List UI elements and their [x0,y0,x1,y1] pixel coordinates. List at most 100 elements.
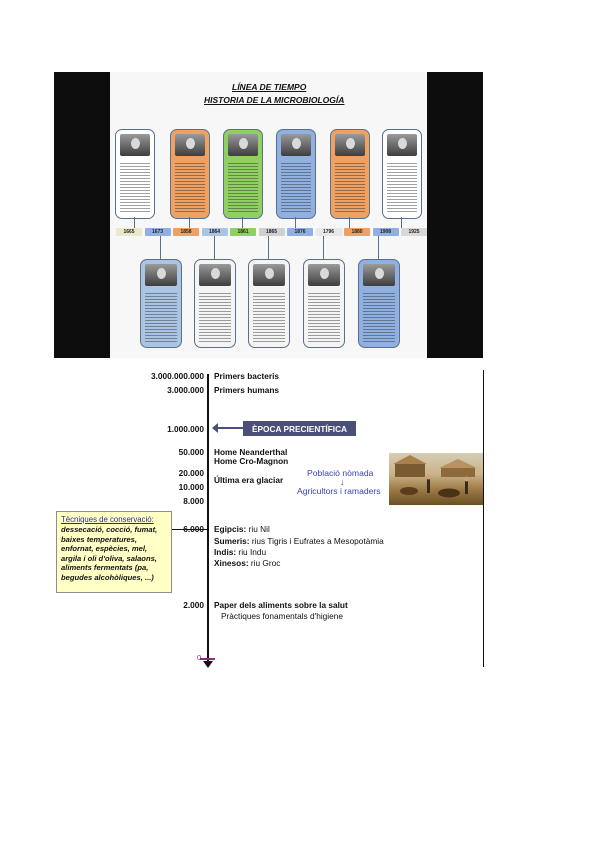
card-text-lines [145,291,177,343]
nomadic-population-label: Població nòmada [307,468,374,478]
year-tag: 1673 [144,228,171,236]
farmers-label: Agricultors i ramaders [297,486,381,496]
event-first-bacteria: Primers bacteris [214,371,280,381]
civ-name: Indis: [214,547,237,557]
conservation-heading: Tècniques de conservació: [61,515,154,524]
year-50000: 50.000 [178,447,204,457]
year-10000: 10.000 [178,482,204,492]
card-text-lines [175,161,205,214]
civ-name: Xinesos: [214,558,249,568]
civ-sumerians: Sumeris: rius Tigris i Eufrates a Mesopo… [214,536,384,546]
scientist-card-bottom [194,259,236,348]
conservation-text: dessecació, cocció, fumat, baixes temper… [61,525,158,582]
connector-line [134,217,135,228]
connector-line [401,217,402,228]
event-hygiene-practices: Pràctiques fonamentals d'higiene [221,611,343,621]
scientist-card-top [330,129,370,219]
portrait-icon [335,134,365,156]
civ-place: riu Nil [246,524,270,534]
portrait-icon [281,134,311,156]
year-3000000: 3.000.000 [167,385,204,395]
axis-arrow-down-icon [203,661,213,668]
portrait-icon [199,264,231,286]
civ-place: rius Tigris i Eufrates a Mesopotàmia [249,536,384,546]
year-8000: 8.000 [183,496,204,506]
zero-tick-mark [200,658,215,660]
box-connector-line [172,529,208,530]
connector-line [295,217,296,228]
microbiology-timeline-image: LÍNEA DE TIEMPO HISTORIA DE LA MICROBIOL… [54,72,483,358]
year-tag: 1796 [315,228,342,236]
farming-scene-graphic [393,455,477,498]
year-20000: 20.000 [178,468,204,478]
event-neanderthal: Home Neanderthal [214,447,288,457]
civ-name: Egipcis: [214,524,247,534]
card-text-lines [120,161,150,214]
poster-title-line2: HISTORIA DE LA MICROBIOLOGÍA [204,95,345,105]
connector-line [242,217,243,228]
event-food-health: Paper dels aliments sobre la salut [214,600,348,610]
connector-line [378,236,379,259]
card-text-lines [199,291,231,343]
page-right-border [483,370,484,667]
civ-indians: Indis: riu Indu [214,547,266,557]
civ-place: riu Indu [236,547,267,557]
farming-scene-image [389,453,483,505]
connector-line [160,236,161,259]
epoca-arrow-icon [212,423,243,433]
year-tag: 1665 [116,228,142,236]
card-text-lines [387,161,417,214]
civ-name: Sumeris: [214,536,250,546]
portrait-icon [175,134,205,156]
year-tag: 1858 [173,228,199,236]
scientist-card-bottom [140,259,182,348]
civ-chinese: Xinesos: riu Groc [214,558,280,568]
conservation-techniques-box: Tècniques de conservació: dessecació, co… [56,511,172,593]
card-text-lines [335,161,365,214]
event-last-ice-age: Última era glaciar [214,475,284,485]
scientist-card-top [170,129,210,219]
year-tag: 1876 [287,228,313,236]
year-2000: 2.000 [183,600,204,610]
scientist-card-top [382,129,422,219]
event-first-humans: Primers humans [214,385,280,395]
scientist-card-top [223,129,263,219]
poster-canvas: LÍNEA DE TIEMPO HISTORIA DE LA MICROBIOL… [110,72,427,358]
year-tag: 1925 [401,228,427,236]
connector-line [349,217,350,228]
year-tag: 1865 [258,228,285,236]
epoca-precientifica-banner: ÈPOCA PRECIENTÍFICA [243,421,356,436]
year-1000000: 1.000.000 [167,424,204,434]
year-tag: 1864 [201,228,228,236]
card-text-lines [308,291,340,343]
portrait-icon [145,264,177,286]
year-tag: 1861 [230,228,256,236]
year-0: 0 [197,653,202,662]
civ-place: riu Groc [248,558,281,568]
year-6000: 6.000 [183,524,204,534]
poster-title-line1: LÍNEA DE TIEMPO [232,82,307,92]
event-cro-magnon: Home Cro-Magnon [214,456,289,466]
connector-line [189,217,190,228]
scientist-card-bottom [248,259,290,348]
year-tag: 1908 [372,228,399,236]
card-text-lines [363,291,395,343]
scientist-card-bottom [303,259,345,348]
portrait-icon [308,264,340,286]
portrait-icon [387,134,417,156]
civ-egyptians: Egipcis: riu Nil [214,524,270,534]
connector-line [323,236,324,259]
portrait-icon [228,134,258,156]
year-tag: 1880 [344,228,370,236]
card-text-lines [228,161,258,214]
connector-line [268,236,269,259]
portrait-icon [253,264,285,286]
card-text-lines [253,291,285,343]
portrait-icon [120,134,150,156]
timeline-axis [207,374,209,664]
connector-line [214,236,215,259]
arrow-down-icon: ↓ [340,477,345,487]
year-3000000000: 3.000.000.000 [150,371,204,381]
card-text-lines [281,161,311,214]
portrait-icon [363,264,395,286]
